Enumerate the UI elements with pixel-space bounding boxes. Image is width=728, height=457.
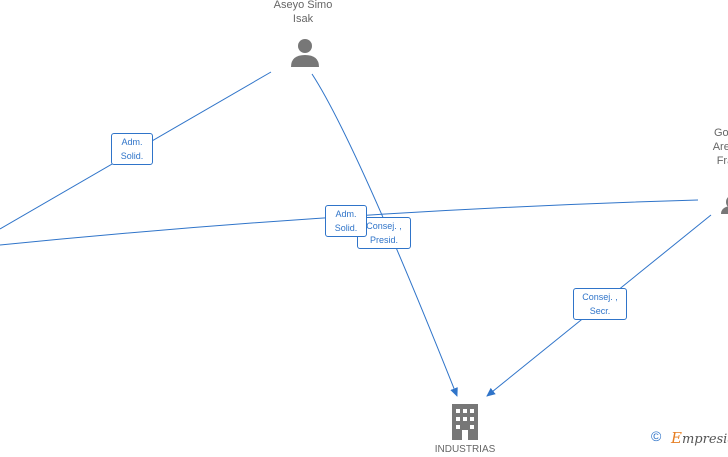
edge-label-adm-solid-2[interactable]: Adm. Solid. xyxy=(325,205,367,237)
person-right-name-line1: Gorro xyxy=(713,127,728,139)
person-right-name-line3: Fran xyxy=(716,155,728,167)
person-top-name-line1: Aseyo Simo xyxy=(273,0,333,11)
edge-label-line2: Solid. xyxy=(334,223,358,233)
edge-label-line2: Secr. xyxy=(589,306,611,316)
brand-logo[interactable]: Empresia xyxy=(671,429,728,447)
copyright-symbol: © xyxy=(651,428,662,444)
edge-consej-presid xyxy=(311,73,458,397)
edge-label-consej-secr[interactable]: Consej. , Secr. xyxy=(573,288,627,320)
company-bottom-label[interactable]: INDUSTRIAS xyxy=(420,443,510,457)
edge-label-line1: Consej. , xyxy=(366,221,402,231)
edge-label-line2: Presid. xyxy=(369,235,398,245)
company-bottom-name: INDUSTRIAS xyxy=(434,444,496,455)
person-top-label[interactable]: Aseyo Simo Isak xyxy=(255,0,351,26)
edge-label-line1: Adm. xyxy=(121,137,143,147)
person-right-name-line2: Areitic xyxy=(712,141,728,153)
person-right-label[interactable]: Gorro Areitic Fran xyxy=(688,126,728,168)
brand-logo-rest: mpresia xyxy=(681,432,728,447)
building-icon[interactable] xyxy=(452,404,478,440)
person-icon[interactable] xyxy=(721,195,728,214)
edge-label-line2: Solid. xyxy=(120,151,144,161)
person-top-name-line2: Isak xyxy=(292,13,314,25)
edge-label-line1: Adm. xyxy=(335,209,357,219)
brand-logo-initial: E xyxy=(671,429,682,447)
person-icon[interactable] xyxy=(291,39,319,67)
edge-label-adm-solid-1[interactable]: Adm. Solid. xyxy=(111,133,153,165)
edge-label-line1: Consej. , xyxy=(582,292,618,302)
